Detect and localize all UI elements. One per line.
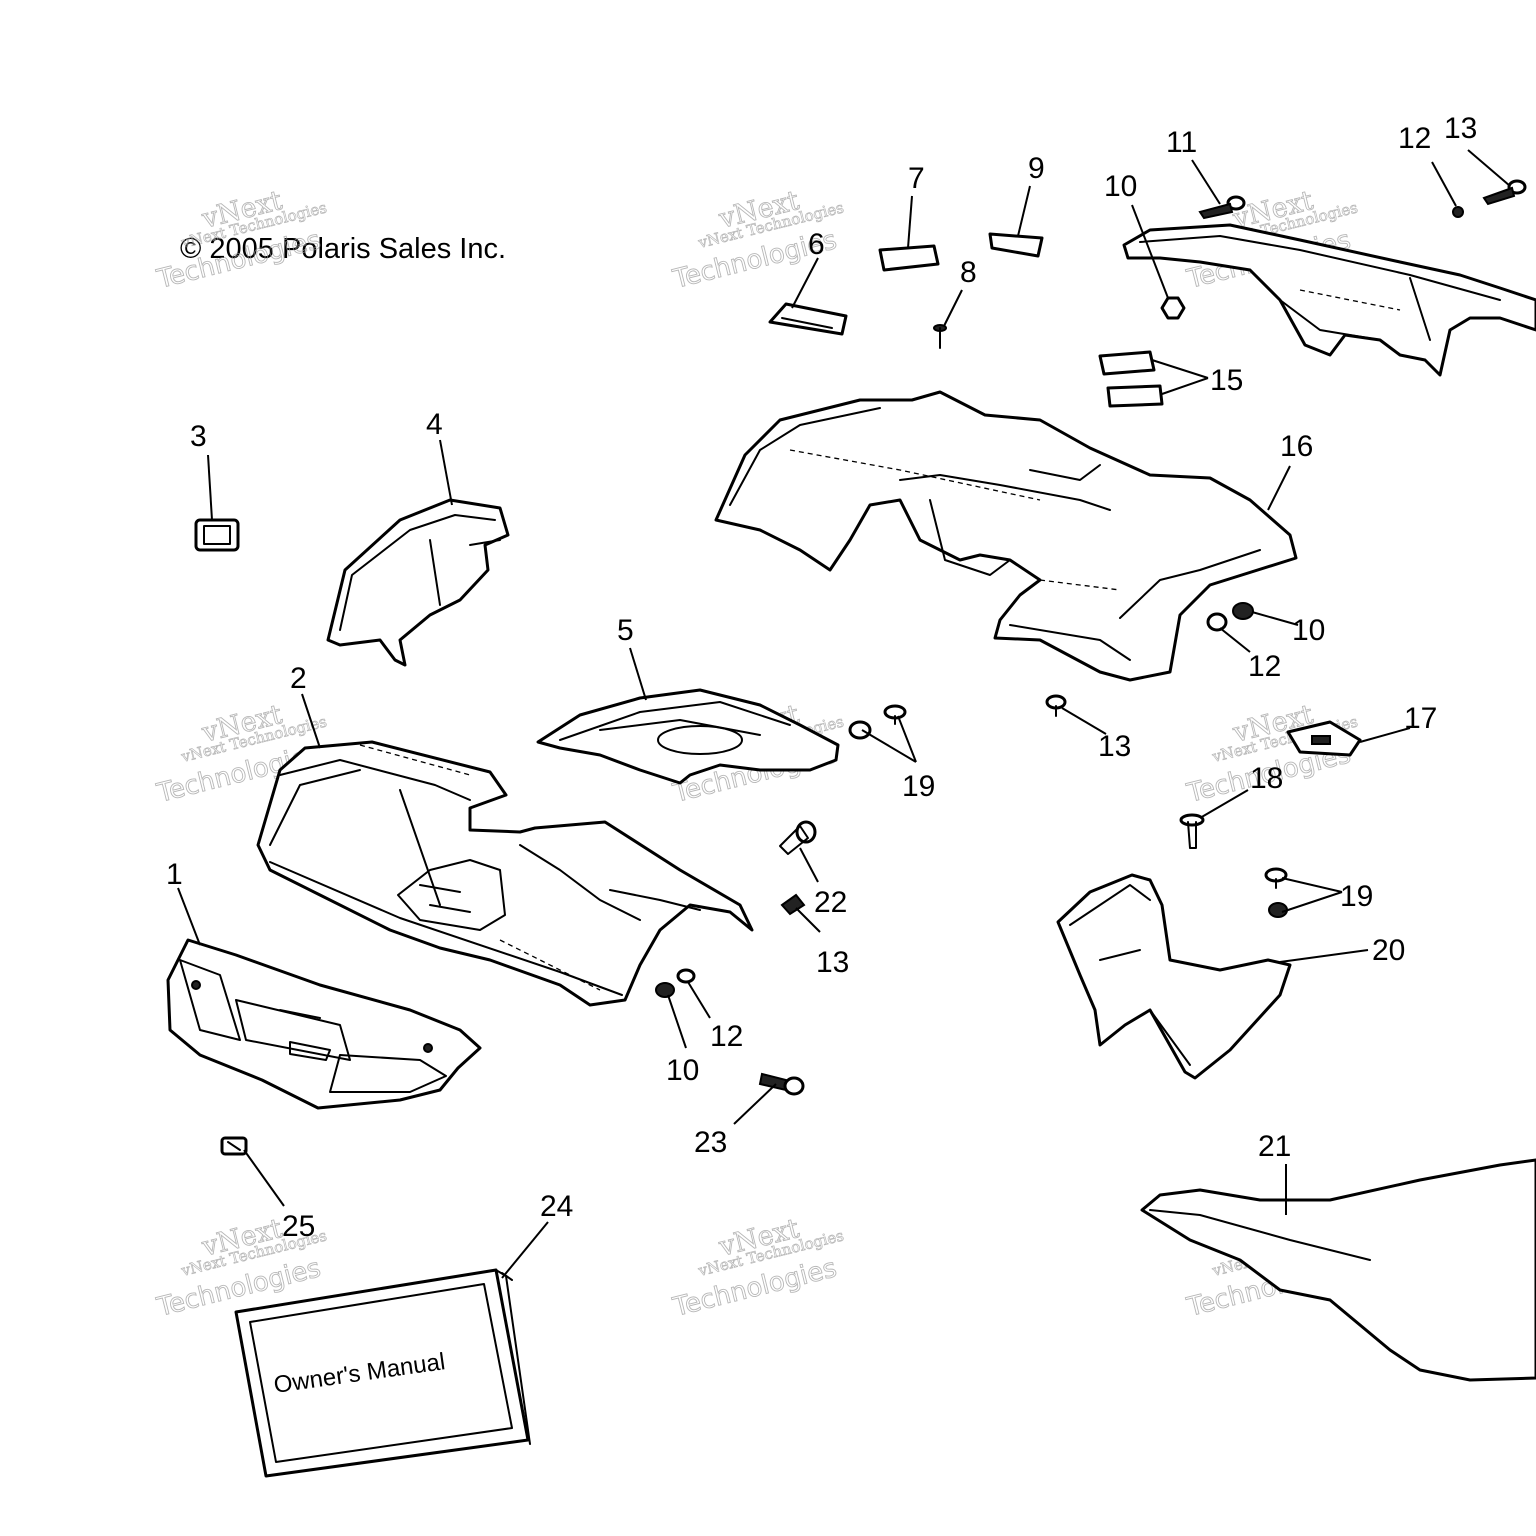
part-5-center-cover [536, 688, 840, 785]
part-1-front-bumper-pod [166, 938, 482, 1110]
watermark-bottom-center: vNext vNext Technologies Technologies [669, 1213, 846, 1324]
part-15-reflector-pair [1098, 350, 1164, 408]
callout-10-lower: 10 [666, 1054, 699, 1087]
part-21-seat [1140, 1158, 1536, 1382]
callout-12-lower: 12 [710, 1020, 743, 1053]
callout-12-mid: 12 [1248, 650, 1281, 683]
callout-23: 23 [694, 1126, 727, 1159]
callout-9: 9 [1028, 152, 1045, 185]
part-11-bolt [1198, 195, 1246, 220]
part-18-screw [1179, 813, 1205, 849]
callout-10-top: 10 [1104, 170, 1137, 203]
callout-4: 4 [426, 408, 443, 441]
callout-11: 11 [1166, 126, 1197, 159]
part-22-bolt [779, 820, 817, 855]
part-16-rear-fender-cab [714, 390, 1298, 682]
callout-19-center: 19 [902, 770, 935, 803]
part-24-owners-manual: Owner's Manual [234, 1268, 531, 1478]
callout-13-mid: 13 [1098, 730, 1131, 763]
callout-17: 17 [1404, 702, 1437, 735]
callout-2: 2 [290, 662, 307, 695]
callout-10-mid: 10 [1292, 614, 1325, 647]
part-20-side-panel [1056, 873, 1292, 1080]
callout-24: 24 [540, 1190, 573, 1223]
part-19-rivets-right [1264, 867, 1288, 918]
part-2-front-fender-cab [256, 740, 754, 1007]
callout-1: 1 [166, 858, 183, 891]
part-3-reflector [194, 518, 240, 552]
callout-18: 18 [1250, 762, 1283, 795]
callout-22: 22 [814, 886, 847, 919]
callout-5: 5 [617, 614, 634, 647]
part-9-reflector [988, 232, 1044, 258]
part-rear-rack [1122, 223, 1536, 377]
part-10-grommet-lower [655, 982, 675, 998]
callout-12-top: 12 [1398, 122, 1431, 155]
part-19-rivets-center [848, 704, 907, 740]
part-10-nut-top [1160, 296, 1186, 320]
part-13-bolt-top [1482, 179, 1527, 206]
callout-6: 6 [808, 228, 825, 261]
callout-25: 25 [282, 1210, 315, 1243]
part-10-grommet-mid [1232, 602, 1254, 620]
leader-lines [177, 149, 1511, 1279]
callout-7: 7 [908, 162, 925, 195]
part-4-side-panel [326, 498, 510, 667]
part-23-bolt [758, 1072, 805, 1096]
callout-13-lower: 13 [816, 946, 849, 979]
part-25-clip [220, 1136, 248, 1156]
part-6-reflector [768, 302, 848, 336]
callout-13-top: 13 [1444, 112, 1477, 145]
callout-15: 15 [1210, 364, 1243, 397]
callout-8: 8 [960, 256, 977, 289]
part-17-plate [1286, 720, 1362, 757]
copyright-text: © 2005 Polaris Sales Inc. [180, 233, 506, 265]
callout-16: 16 [1280, 430, 1313, 463]
part-7-reflector [878, 244, 940, 272]
callout-21: 21 [1258, 1130, 1291, 1163]
part-13-fastener-lower [780, 893, 806, 916]
part-8-screw [933, 324, 947, 349]
callout-20: 20 [1372, 934, 1405, 967]
callout-19-right: 19 [1340, 880, 1373, 913]
part-12-nut-top [1452, 206, 1464, 218]
part-12-grommet-mid [1206, 612, 1228, 632]
part-13-fastener-mid [1045, 694, 1067, 717]
callout-3: 3 [190, 420, 207, 453]
part-12-grommet-lower [676, 968, 696, 984]
